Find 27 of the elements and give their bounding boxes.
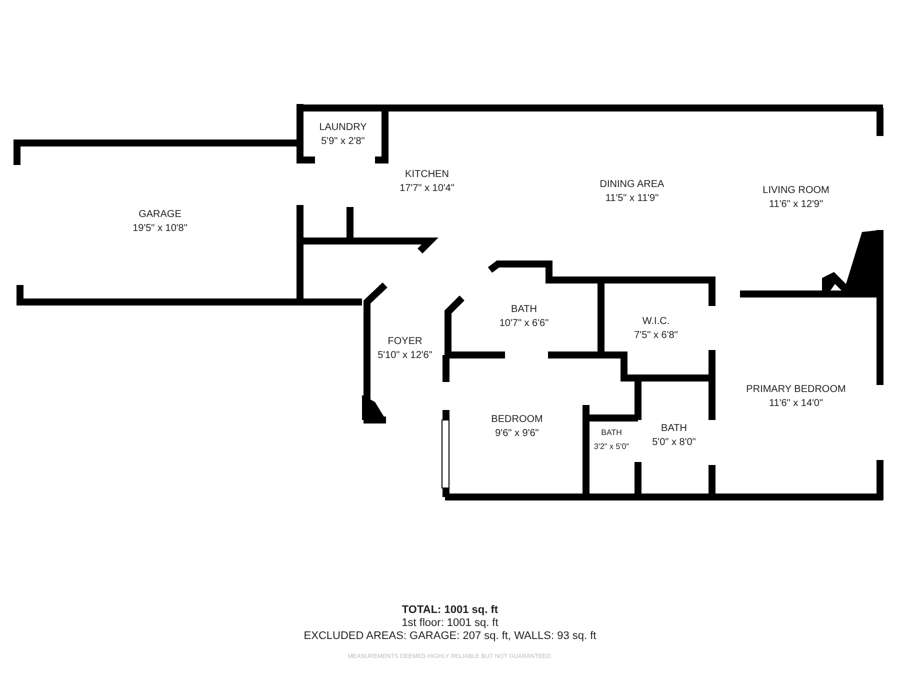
room-dimensions: 3'2" x 5'0": [594, 441, 629, 453]
area-summary-text: 1st floor: 1001 sq. ft: [402, 617, 498, 630]
room-name: BATH: [601, 427, 622, 439]
room-name: GARAGE: [138, 208, 182, 222]
room-dimensions: 7'5" x 6'8": [634, 329, 678, 343]
room-name: W.I.C.: [642, 315, 670, 329]
room-name: LAUNDRY: [319, 120, 367, 134]
room-dimensions: 9'6" x 9'6": [495, 427, 539, 441]
room-name: PRIMARY BEDROOM: [746, 383, 846, 397]
room-name: KITCHEN: [405, 168, 449, 182]
room-dimensions: 17'7" x 10'4": [400, 182, 454, 196]
room-name: FOYER: [388, 335, 422, 349]
room-dimensions: 5'9" x 2'8": [321, 134, 365, 148]
room-dimensions: 10'7" x 6'6": [499, 317, 549, 331]
room-dimensions: 5'10" x 12'6": [378, 349, 432, 363]
room-name: BEDROOM: [491, 413, 543, 427]
area-summary-text: EXCLUDED AREAS: GARAGE: 207 sq. ft, WALLS: 93 sq. ft: [304, 630, 596, 643]
room-name: BATH: [661, 422, 687, 436]
room-name: LIVING ROOM: [762, 184, 830, 198]
room-name: BATH: [511, 303, 537, 317]
room-dimensions: 11'6" x 14'0": [768, 397, 824, 411]
room-name: DINING AREA: [600, 178, 664, 192]
room-dimensions: 5'0" x 8'0": [652, 436, 696, 450]
room-dimensions: 11'6" x 12'9": [768, 198, 824, 212]
total-area-text: TOTAL: 1001 sq. ft: [402, 604, 498, 617]
room-dimensions: 19'5" x 10'8": [132, 222, 188, 236]
room-dimensions: 11'5" x 11'9": [605, 192, 659, 206]
